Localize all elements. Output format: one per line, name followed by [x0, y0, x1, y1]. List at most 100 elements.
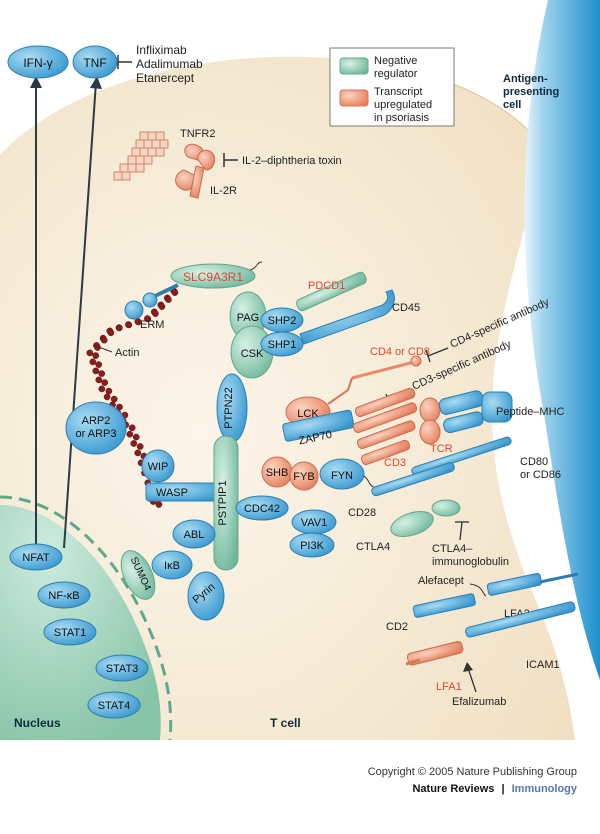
icam1-label: ICAM1	[526, 659, 560, 671]
ptpn22-label: PTPN22	[223, 387, 235, 429]
pyrin-node	[187, 571, 225, 621]
apc-body	[524, 0, 600, 680]
legend-up-line1: Transcript	[374, 86, 423, 98]
ctla4-label: CTLA4	[356, 541, 390, 553]
nfkb-node	[37, 581, 91, 609]
drug-infliximab: Infliximab	[136, 43, 187, 57]
actin-bead	[155, 501, 163, 508]
cd45-receptor	[299, 289, 395, 345]
actin-bead	[92, 352, 100, 359]
nuclear-envelope	[0, 495, 173, 741]
fyb-label: FYB	[293, 471, 314, 483]
ctla4-ig-node	[431, 499, 461, 517]
drug-adalimumab: Adalimumab	[136, 57, 203, 71]
efalizumab-label: Efalizumab	[452, 696, 506, 708]
legend-swatch-upregulated	[339, 89, 369, 107]
actin-bead	[152, 310, 159, 317]
legend-negative-line1: Negative	[374, 55, 417, 67]
actin-bead	[115, 324, 123, 331]
cdc42-node	[235, 495, 289, 521]
cd28-receptor	[371, 462, 455, 497]
cd4-antibody-cap	[425, 349, 431, 363]
pdcd1-label: PDCD1	[308, 280, 345, 292]
abl-label: ABL	[184, 529, 205, 541]
stat4-label: STAT4	[98, 700, 131, 712]
shp1-node	[260, 331, 304, 357]
stat4-node	[87, 691, 141, 719]
cd4-cd8-head	[410, 355, 422, 367]
actin-bead	[132, 433, 140, 441]
il2-toxin-label: IL-2–diphtheria toxin	[242, 155, 342, 167]
cd80-86-receptor	[411, 436, 512, 476]
alefacept-label: Alefacept	[418, 575, 464, 587]
pi3k-node	[289, 532, 335, 558]
tcr-label: TCR	[430, 443, 453, 455]
sumo4-node	[120, 550, 156, 600]
pdcd1-receptor	[295, 271, 367, 312]
il2r-label: IL-2R	[210, 185, 237, 197]
ifng-label: IFN-γ	[23, 56, 52, 70]
fyn-node	[319, 458, 365, 490]
cd45-label: CD45	[392, 302, 420, 314]
peptide-mhc	[438, 390, 513, 434]
wip-label: WIP	[148, 461, 169, 473]
legend-swatch-negative	[339, 57, 369, 75]
actin-bead	[95, 361, 103, 368]
zap70-node	[282, 409, 355, 442]
actin-bead	[130, 440, 138, 447]
section-name: Immunology	[512, 783, 578, 795]
actin-bead	[89, 358, 97, 366]
abl-node	[172, 519, 216, 549]
actin-bead	[105, 387, 113, 395]
actin-bead	[165, 296, 172, 303]
efalizumab-arrow	[467, 667, 477, 693]
stat1-label: STAT1	[54, 627, 87, 639]
actin-bead	[107, 329, 115, 337]
erm-node	[124, 300, 144, 320]
actin-bead	[86, 349, 94, 357]
peptide-mhc-label: Peptide–MHC	[496, 406, 565, 418]
cd2-receptor	[412, 593, 476, 618]
icam1-receptor	[465, 601, 576, 638]
tcell-label: T cell	[270, 716, 301, 730]
apc-label-line3: cell	[503, 99, 521, 111]
ctla4-ig-bar	[459, 521, 463, 541]
actin-bead	[126, 430, 134, 438]
stat3-node	[95, 654, 149, 682]
lfa1-receptor	[406, 640, 464, 666]
cd80-86-label-line1: CD80	[520, 456, 548, 468]
pag-label: PAG	[237, 312, 259, 324]
nfat-node	[9, 543, 63, 571]
actin-bead	[136, 443, 144, 450]
ctla4-ig-label-line1: CTLA4–	[432, 543, 473, 555]
stat3-label: STAT3	[106, 663, 139, 675]
ikb-label: IκB	[164, 560, 180, 572]
shp1-label: SHP1	[268, 339, 297, 351]
cd4-cd8-label: CD4 or CD8	[370, 346, 430, 358]
tcr-cd3-complex	[352, 387, 441, 466]
actin-bead	[100, 336, 108, 344]
actin-bead	[95, 376, 103, 384]
wasp-label: WASP	[156, 487, 188, 499]
legend-negative-line2: regulator	[374, 68, 418, 80]
legend-up-line2: upregulated	[374, 99, 432, 111]
vav1-label: VAV1	[301, 517, 328, 529]
cd3-label: CD3	[384, 457, 406, 469]
actin-bead	[128, 424, 136, 432]
slc9a3r1-label: SLC9A3R1	[183, 270, 243, 284]
cd4-antibody-bar	[427, 347, 449, 357]
lfa1-stalk	[405, 658, 421, 666]
tnf-label: TNF	[83, 56, 106, 70]
cdc42-label: CDC42	[244, 503, 280, 515]
actin-bead	[158, 303, 166, 310]
stat1-node	[43, 618, 97, 646]
lfa1-label: LFA1	[436, 681, 462, 693]
lck-tether	[327, 377, 353, 405]
ctla4-ig-label-line2: immunoglobulin	[432, 556, 509, 568]
slc9a3r1-tail	[249, 261, 263, 271]
lfa3-receptor	[486, 572, 543, 596]
tnf-arrowhead	[90, 76, 102, 89]
nucleus-label: Nucleus	[14, 716, 61, 730]
